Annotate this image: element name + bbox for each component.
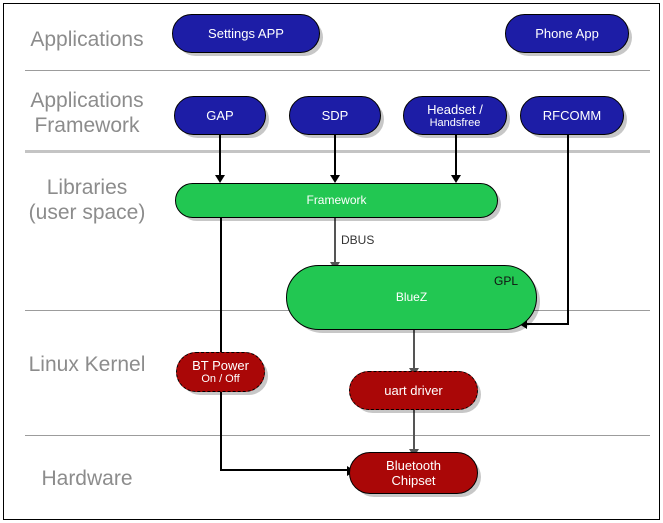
node-settings-app-label: Settings APP xyxy=(208,26,284,41)
node-bluez[interactable]: GPL BlueZ xyxy=(286,265,537,330)
node-sdp-label: SDP xyxy=(321,108,349,123)
diagram-frame xyxy=(3,3,660,520)
node-gap-label: GAP xyxy=(206,108,234,123)
node-settings-app[interactable]: Settings APP xyxy=(172,14,320,53)
connector-rfcomm-vertical xyxy=(567,135,569,325)
connector-rfcomm-horizontal xyxy=(527,323,569,325)
node-headset-handsfree[interactable]: Headset / Handsfree xyxy=(403,96,507,135)
divider-kernel xyxy=(25,435,650,436)
node-uart-driver[interactable]: uart driver xyxy=(349,371,478,410)
node-headset-handsfree-label: Headset / xyxy=(427,101,483,117)
connector-bluez-to-uart xyxy=(413,330,415,371)
node-rfcomm[interactable]: RFCOMM xyxy=(520,96,624,135)
connector-sdp-to-framework xyxy=(334,135,336,177)
arrow-gap-to-framework xyxy=(215,175,225,183)
node-bt-power[interactable]: BT Power On / Off xyxy=(176,352,265,392)
layer-label-linux-kernel: Linux Kernel xyxy=(28,353,146,376)
connector-gap-to-framework xyxy=(219,135,221,177)
connector-framework-to-bluez xyxy=(334,218,336,265)
connector-framework-to-chipset-vertical xyxy=(220,218,222,471)
node-phone-app-label: Phone App xyxy=(535,26,599,41)
node-bluez-license-tag: GPL xyxy=(493,274,518,288)
node-bluetooth-chipset[interactable]: Bluetooth Chipset xyxy=(349,452,478,494)
connector-headset-to-framework xyxy=(455,135,457,177)
connector-uart-to-chipset xyxy=(413,410,415,452)
node-headset-handsfree-sublabel: Handsfree xyxy=(429,116,481,129)
arrow-headset-to-framework xyxy=(451,175,461,183)
divider-applications xyxy=(25,70,650,71)
node-gap[interactable]: GAP xyxy=(174,96,266,135)
node-phone-app[interactable]: Phone App xyxy=(505,14,629,53)
node-framework[interactable]: Framework xyxy=(175,183,498,218)
layer-label-applications: Applications xyxy=(30,28,144,51)
node-uart-driver-label: uart driver xyxy=(384,383,443,398)
node-bluetooth-chipset-sublabel: Chipset xyxy=(391,473,436,488)
node-framework-label: Framework xyxy=(306,193,367,207)
node-bt-power-sublabel: On / Off xyxy=(201,373,240,385)
layer-label-libraries: Libraries (user space) xyxy=(28,176,146,224)
layer-label-hardware: Hardware xyxy=(41,467,133,490)
connector-framework-to-chipset-horizontal xyxy=(220,469,349,471)
node-rfcomm-label: RFCOMM xyxy=(542,108,602,123)
layer-label-applications-framework: Applications Framework xyxy=(30,89,144,137)
arrow-sdp-to-framework xyxy=(330,175,340,183)
divider-framework xyxy=(25,150,650,153)
node-bluetooth-chipset-label: Bluetooth xyxy=(386,458,441,473)
node-bluez-label: BlueZ xyxy=(395,290,428,304)
node-bt-power-label: BT Power xyxy=(192,358,249,373)
edge-label-dbus: DBUS xyxy=(341,233,375,247)
node-sdp[interactable]: SDP xyxy=(289,96,381,135)
